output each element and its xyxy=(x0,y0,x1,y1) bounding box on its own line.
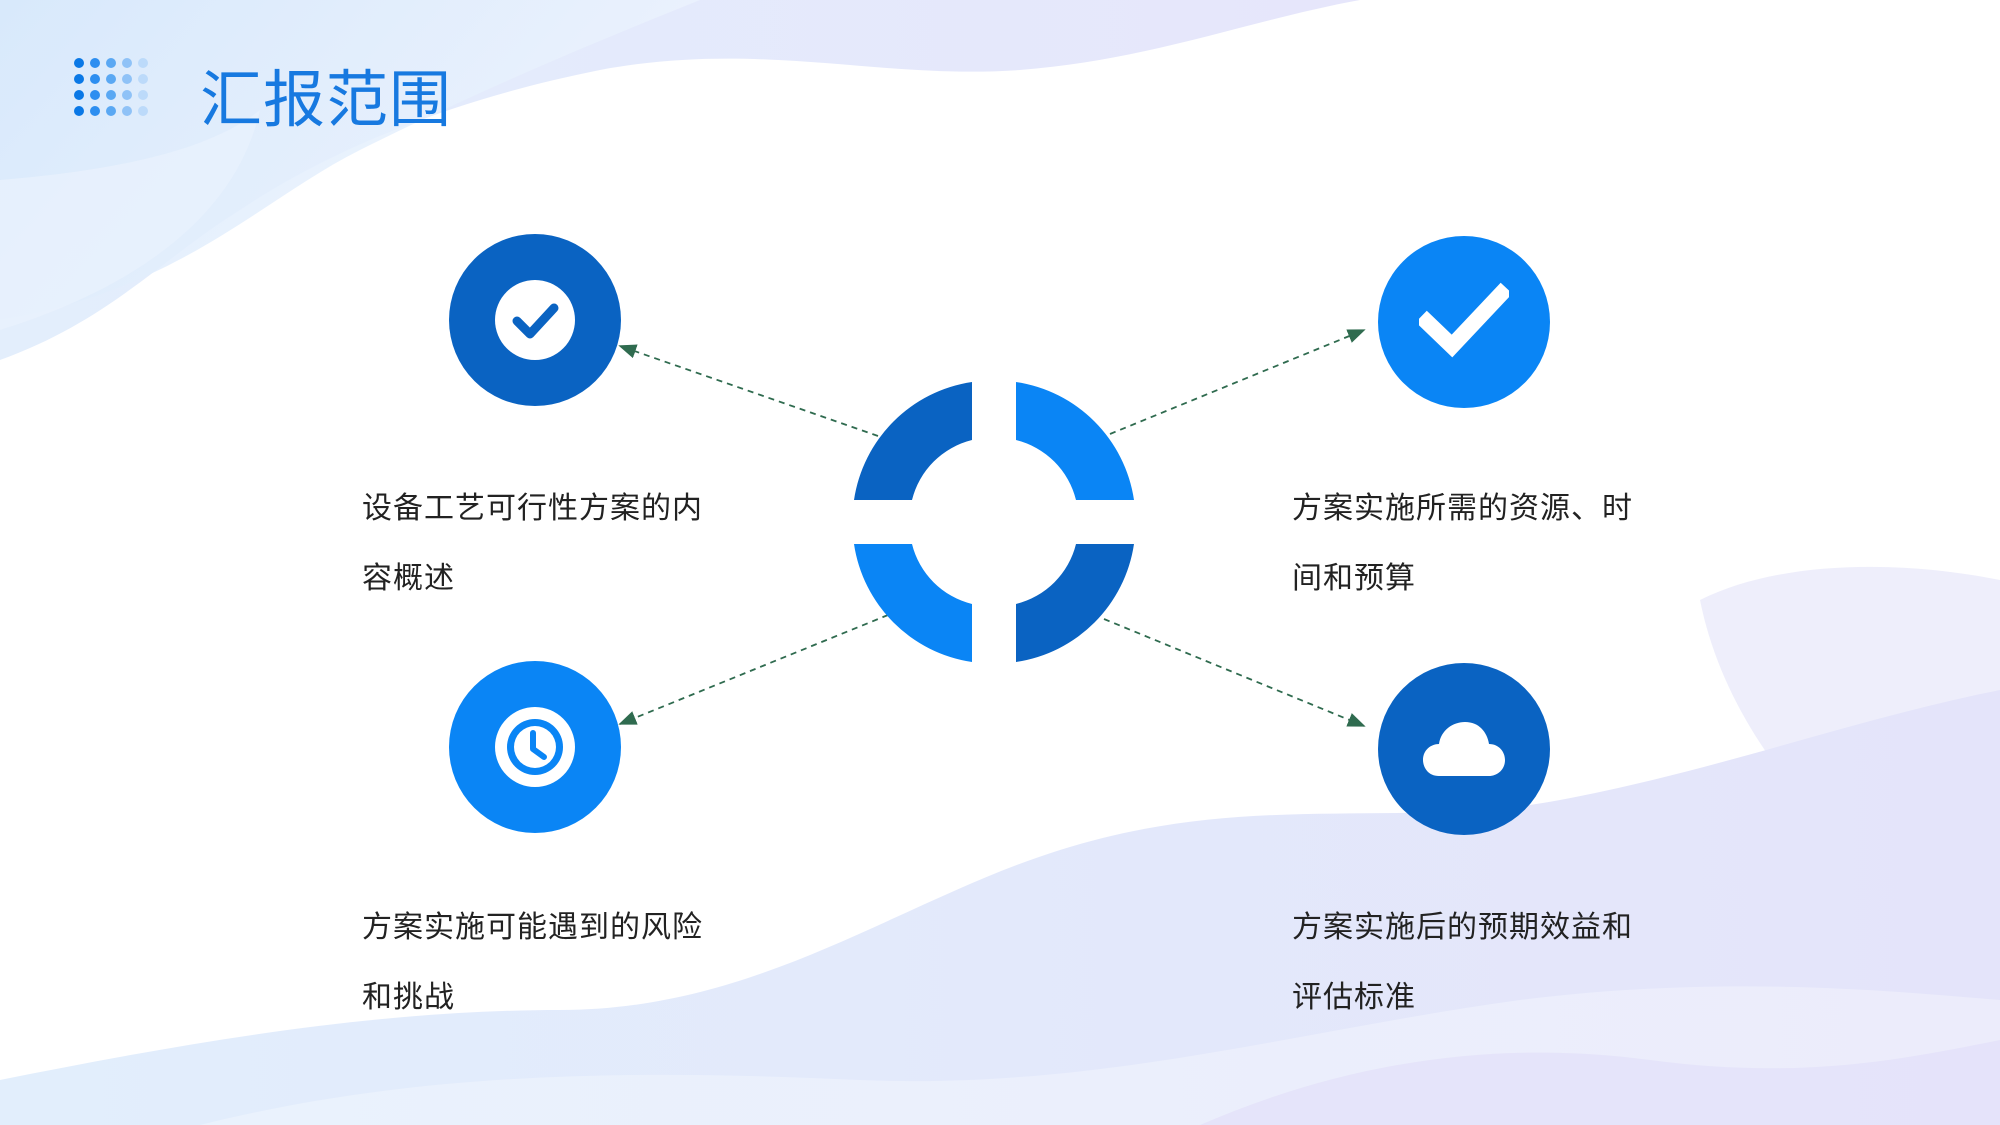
connector-bottom-left xyxy=(618,614,889,725)
hub-ring xyxy=(854,382,1134,662)
decoration-dot xyxy=(74,106,84,116)
item-4-badge xyxy=(1378,663,1550,835)
dot-grid-decoration xyxy=(74,56,164,130)
decoration-dot xyxy=(106,74,116,84)
decoration-dot xyxy=(106,90,116,100)
item-1-badge xyxy=(449,234,621,406)
decoration-dot xyxy=(90,106,100,116)
decoration-dot xyxy=(122,58,132,68)
decoration-dot xyxy=(74,90,84,100)
item-2-text: 方案实施所需的资源、时间和预算 xyxy=(1292,491,1633,596)
check-circle-icon xyxy=(495,280,575,360)
decoration-dot xyxy=(138,90,148,100)
hub-segment-top-right xyxy=(1016,382,1134,500)
connector-bottom-right xyxy=(1103,618,1366,727)
decoration-dot xyxy=(106,58,116,68)
decoration-dot xyxy=(138,106,148,116)
hub-segment-bottom-right xyxy=(1016,544,1134,662)
item-1-text: 设备工艺可行性方案的内容概述 xyxy=(362,491,703,596)
decoration-dot xyxy=(138,74,148,84)
decoration-dot xyxy=(90,90,100,100)
decoration-dot xyxy=(122,74,132,84)
hub-segment-bottom-left xyxy=(854,544,972,662)
decoration-dot xyxy=(122,106,132,116)
item-3-text: 方案实施可能遇到的风险和挑战 xyxy=(362,910,703,1015)
decoration-dot xyxy=(90,58,100,68)
item-2-badge xyxy=(1378,236,1550,408)
decoration-dot xyxy=(74,74,84,84)
decoration-dot xyxy=(90,74,100,84)
check-icon xyxy=(1419,282,1509,358)
decoration-dot xyxy=(138,58,148,68)
decoration-dot xyxy=(74,58,84,68)
hub-segment-top-left xyxy=(854,382,972,500)
decoration-dot xyxy=(106,106,116,116)
item-4-text: 方案实施后的预期效益和评估标准 xyxy=(1292,910,1633,1015)
page-title: 汇报范围 xyxy=(200,63,453,136)
clock-icon xyxy=(495,707,575,787)
item-3-badge xyxy=(449,661,621,833)
decoration-dot xyxy=(122,90,132,100)
connector-top-left xyxy=(618,344,879,437)
connector-top-right xyxy=(1109,329,1366,435)
cloud-icon xyxy=(1423,722,1505,776)
